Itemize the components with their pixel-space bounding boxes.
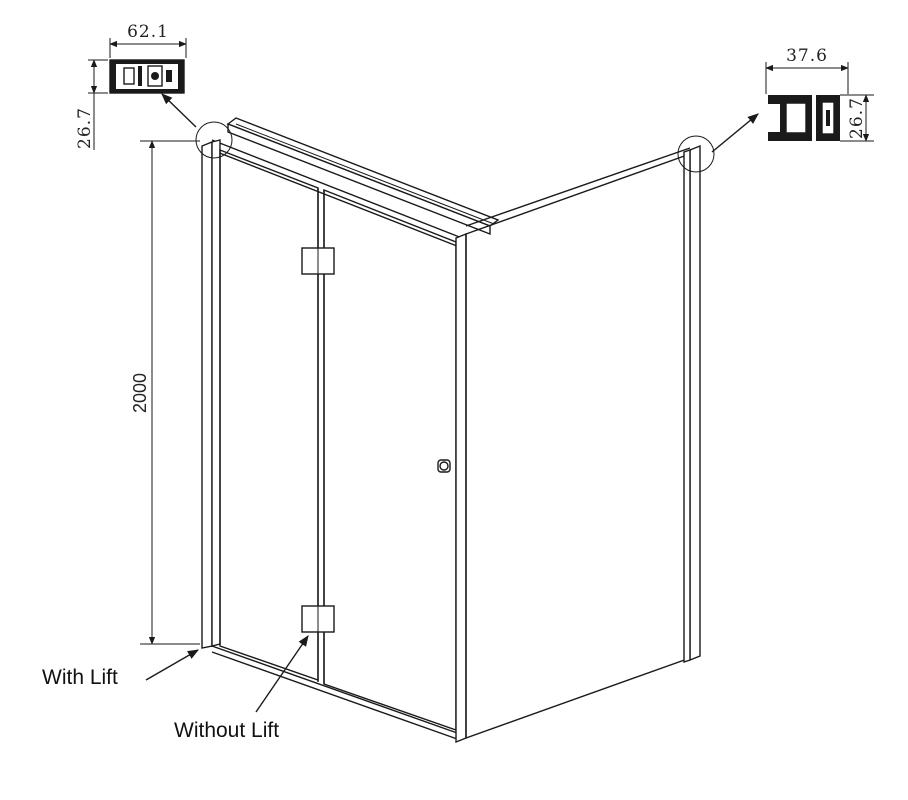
door-knob xyxy=(437,459,451,473)
left-profile-width-label: 62.1 xyxy=(127,22,169,42)
right-profile-detail: 37.6 26.7 xyxy=(765,46,874,142)
shower-enclosure xyxy=(195,117,715,744)
right-profile-width-label: 37.6 xyxy=(786,46,828,66)
right-profile-height-label: 26.7 xyxy=(847,97,867,139)
left-profile-height-label: 26.7 xyxy=(75,107,95,149)
right-detail-leader xyxy=(711,113,759,153)
left-detail-leader xyxy=(161,93,197,128)
without-lift-arrow xyxy=(255,635,309,713)
left-corner-callout xyxy=(195,121,233,159)
without-lift-label: Without Lift xyxy=(174,719,279,742)
with-lift-arrow xyxy=(145,649,199,681)
door-height-dimension: 2000 xyxy=(130,140,200,645)
left-profile-detail: 62.1 26.7 xyxy=(75,22,187,150)
right-corner-callout xyxy=(677,135,715,173)
with-lift-label: With Lift xyxy=(42,666,118,689)
door-height-label: 2000 xyxy=(130,373,150,413)
